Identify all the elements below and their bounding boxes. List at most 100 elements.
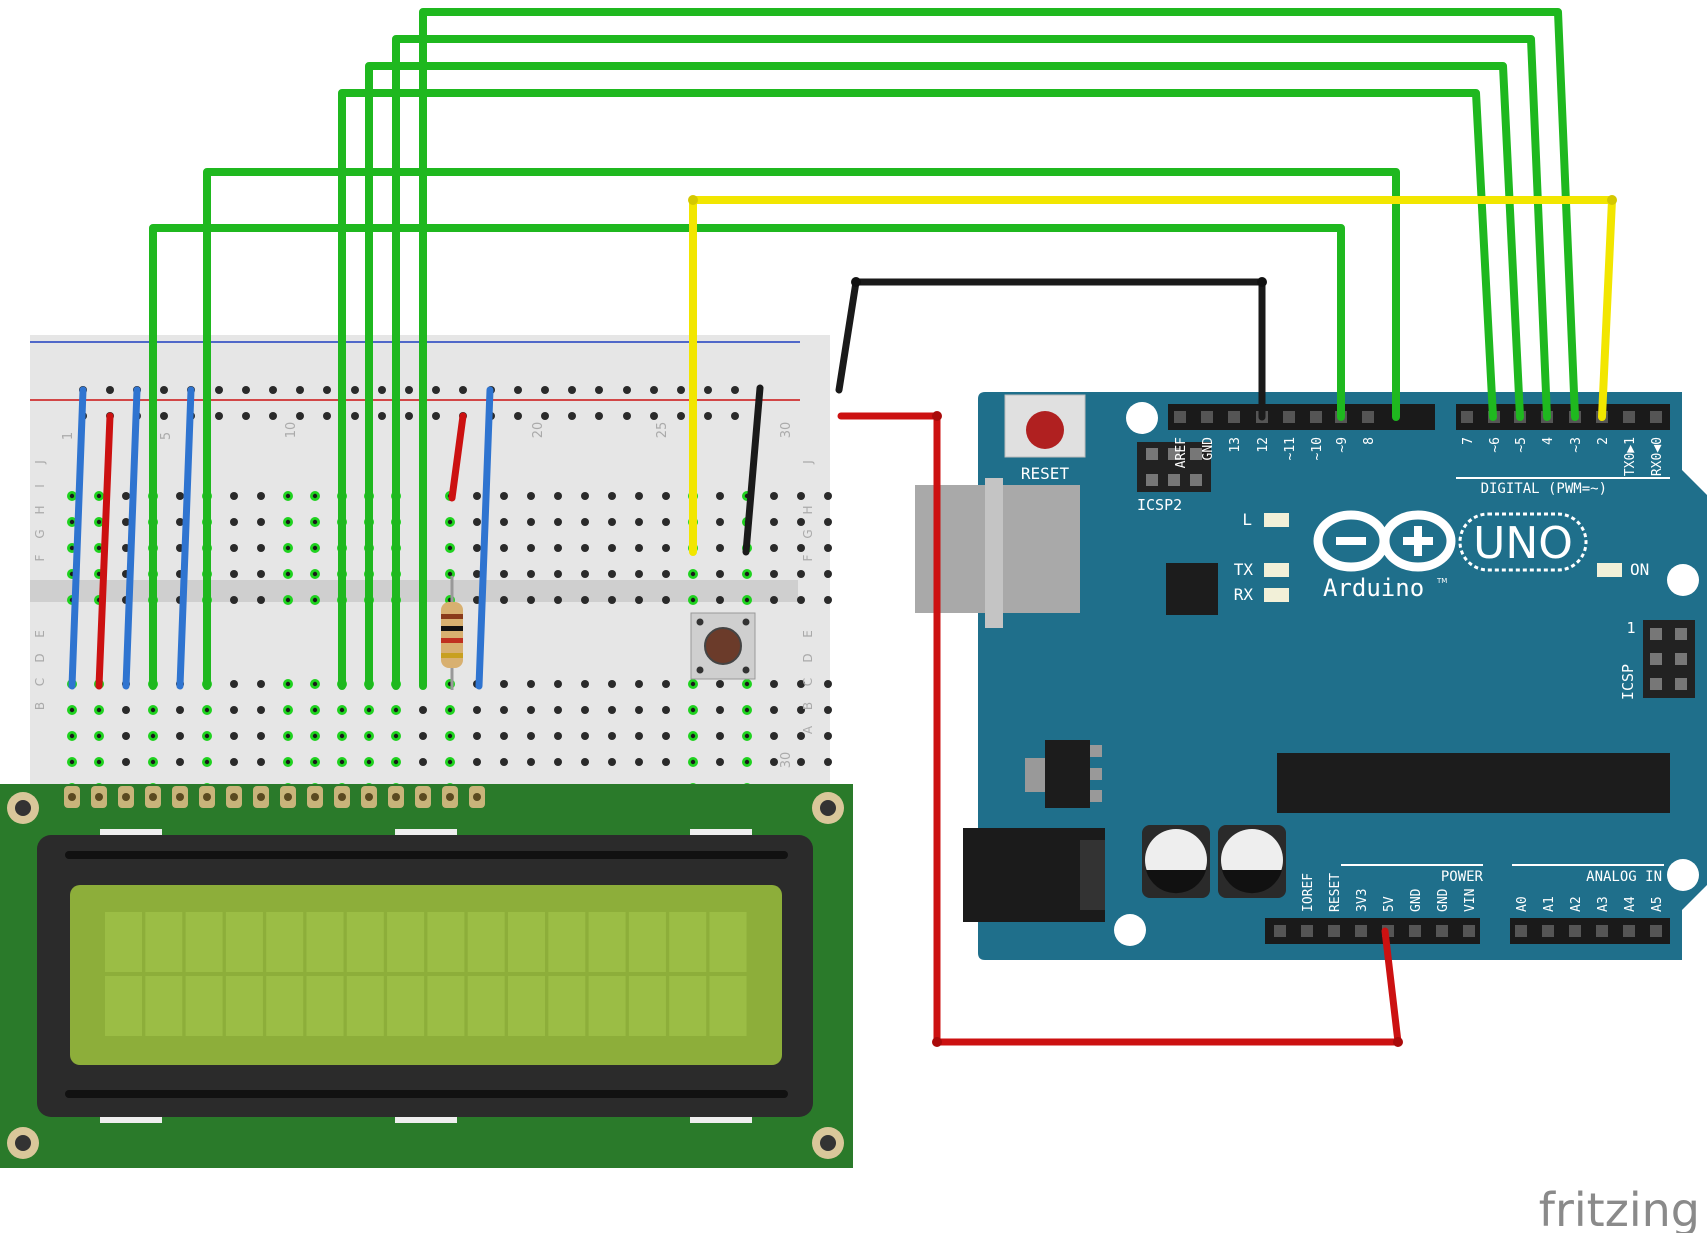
- digital-pin-hole[interactable]: [1362, 411, 1374, 423]
- breadboard-hole: [122, 518, 130, 526]
- breadboard-hole: [662, 492, 670, 500]
- analog-pin-label: A5: [1650, 896, 1665, 912]
- led-rx: [1264, 588, 1289, 602]
- lcd-pin-hole: [365, 793, 373, 801]
- power-pin-hole[interactable]: [1328, 925, 1340, 937]
- breadboard-hole: [716, 758, 724, 766]
- breadboard-hole: [257, 570, 265, 578]
- row-letter: E: [801, 630, 815, 638]
- analog-pin-hole[interactable]: [1569, 925, 1581, 937]
- pushbutton-cap[interactable]: [704, 627, 742, 665]
- wire-green-d2[interactable]: [419, 8, 1579, 684]
- breadboard-hole: [500, 570, 508, 578]
- digital-pin-hole[interactable]: [1310, 411, 1322, 423]
- analog-pin-hole[interactable]: [1623, 925, 1635, 937]
- digital-pin-hole[interactable]: [1283, 411, 1295, 423]
- digital-pin-hole[interactable]: [1228, 411, 1240, 423]
- breadboard-hole: [635, 492, 643, 500]
- breadboard-hole-center: [339, 759, 345, 765]
- breadboard-hole-center: [96, 493, 102, 499]
- lcd-char-cell: [185, 912, 223, 972]
- power-rail-hole: [731, 412, 739, 420]
- wire-yellow-button[interactable]: [689, 196, 1616, 556]
- wire-blue-jumper[interactable]: [122, 386, 141, 690]
- column-number: 25: [655, 422, 670, 439]
- uno-badge: [1458, 512, 1588, 572]
- digital-pin-hole[interactable]: [1174, 411, 1186, 423]
- power-pin-hole[interactable]: [1436, 925, 1448, 937]
- breadboard-hole-center: [69, 707, 75, 713]
- voltage-regulator: [1045, 740, 1090, 808]
- column-number: 1: [61, 432, 76, 440]
- wire-blue-jumper[interactable]: [475, 386, 494, 690]
- power-pin-hole[interactable]: [1409, 925, 1421, 937]
- power-pin-hole[interactable]: [1463, 925, 1475, 937]
- mounting-hole: [1126, 402, 1158, 434]
- wire-red-resistor[interactable]: [448, 412, 467, 502]
- breadboard-hole: [608, 492, 616, 500]
- wire-green-d11[interactable]: [149, 224, 1345, 684]
- breadboard-hole: [635, 758, 643, 766]
- wire-black-button[interactable]: [742, 384, 764, 556]
- lcd-pin-hole: [230, 793, 238, 801]
- wire-red-jumper[interactable]: [95, 412, 114, 690]
- breadboard-hole: [662, 732, 670, 740]
- wire-blue-jumper[interactable]: [176, 386, 195, 690]
- breadboard-hole: [176, 732, 184, 740]
- breadboard-hole: [554, 732, 562, 740]
- dc-power-jack-body: [1080, 840, 1105, 910]
- lcd-char-cell: [669, 976, 707, 1036]
- power-pin-hole[interactable]: [1274, 925, 1286, 937]
- breadboard-hole: [581, 492, 589, 500]
- breadboard-hole-center: [285, 571, 291, 577]
- breadboard-hole-center: [69, 759, 75, 765]
- breadboard-hole: [554, 596, 562, 604]
- wire-black-gnd[interactable]: [835, 278, 1266, 421]
- analog-pin-hole[interactable]: [1542, 925, 1554, 937]
- row-letter: A: [801, 725, 815, 734]
- breadboard-hole: [257, 706, 265, 714]
- breadboard-hole: [635, 544, 643, 552]
- wire-green-d12[interactable]: [203, 168, 1400, 684]
- breadboard-hole-center: [69, 519, 75, 525]
- wire-green-d5[interactable]: [338, 89, 1497, 684]
- analog-pin-hole[interactable]: [1515, 925, 1527, 937]
- breadboard-hole: [608, 680, 616, 688]
- breadboard-hole: [230, 570, 238, 578]
- reset-button[interactable]: [1026, 411, 1064, 449]
- analog-pin-hole[interactable]: [1596, 925, 1608, 937]
- digital-pin-label: RX0◀0: [1650, 437, 1665, 476]
- breadboard-hole: [230, 732, 238, 740]
- resistor[interactable]: [441, 576, 463, 690]
- breadboard-hole-center: [312, 733, 318, 739]
- lcd-char-cell: [145, 912, 183, 972]
- breadboard-hole-center: [393, 759, 399, 765]
- digital-pin-hole[interactable]: [1461, 411, 1473, 423]
- wire-green-d4[interactable]: [365, 62, 1524, 684]
- power-pin-hole[interactable]: [1301, 925, 1313, 937]
- breadboard-hole-center: [150, 707, 156, 713]
- pushbutton[interactable]: [690, 612, 756, 680]
- wire-green-d3[interactable]: [392, 35, 1551, 684]
- analog-pin-label: A4: [1623, 896, 1638, 912]
- lcd-16x2-module: [0, 784, 853, 1168]
- analog-pin-hole[interactable]: [1650, 925, 1662, 937]
- resistor-body: [441, 602, 463, 668]
- breadboard-hole: [257, 596, 265, 604]
- digital-pin-hole[interactable]: [1201, 411, 1213, 423]
- power-rail-hole: [351, 386, 359, 394]
- mounting-hole: [1667, 859, 1699, 891]
- breadboard-hole: [797, 570, 805, 578]
- breadboard-hole: [716, 680, 724, 688]
- breadboard-hole: [716, 706, 724, 714]
- fritzing-logo: fritzing: [1539, 1183, 1700, 1233]
- lcd-char-cell: [266, 976, 304, 1036]
- breadboard-hole-center: [690, 597, 696, 603]
- breadboard-hole: [527, 758, 535, 766]
- wire-blue-jumper[interactable]: [68, 386, 87, 690]
- digital-pin-hole[interactable]: [1650, 411, 1662, 423]
- breadboard-hole: [770, 596, 778, 604]
- power-pin-hole[interactable]: [1355, 925, 1367, 937]
- digital-pin-hole[interactable]: [1623, 411, 1635, 423]
- breadboard-hole: [473, 492, 481, 500]
